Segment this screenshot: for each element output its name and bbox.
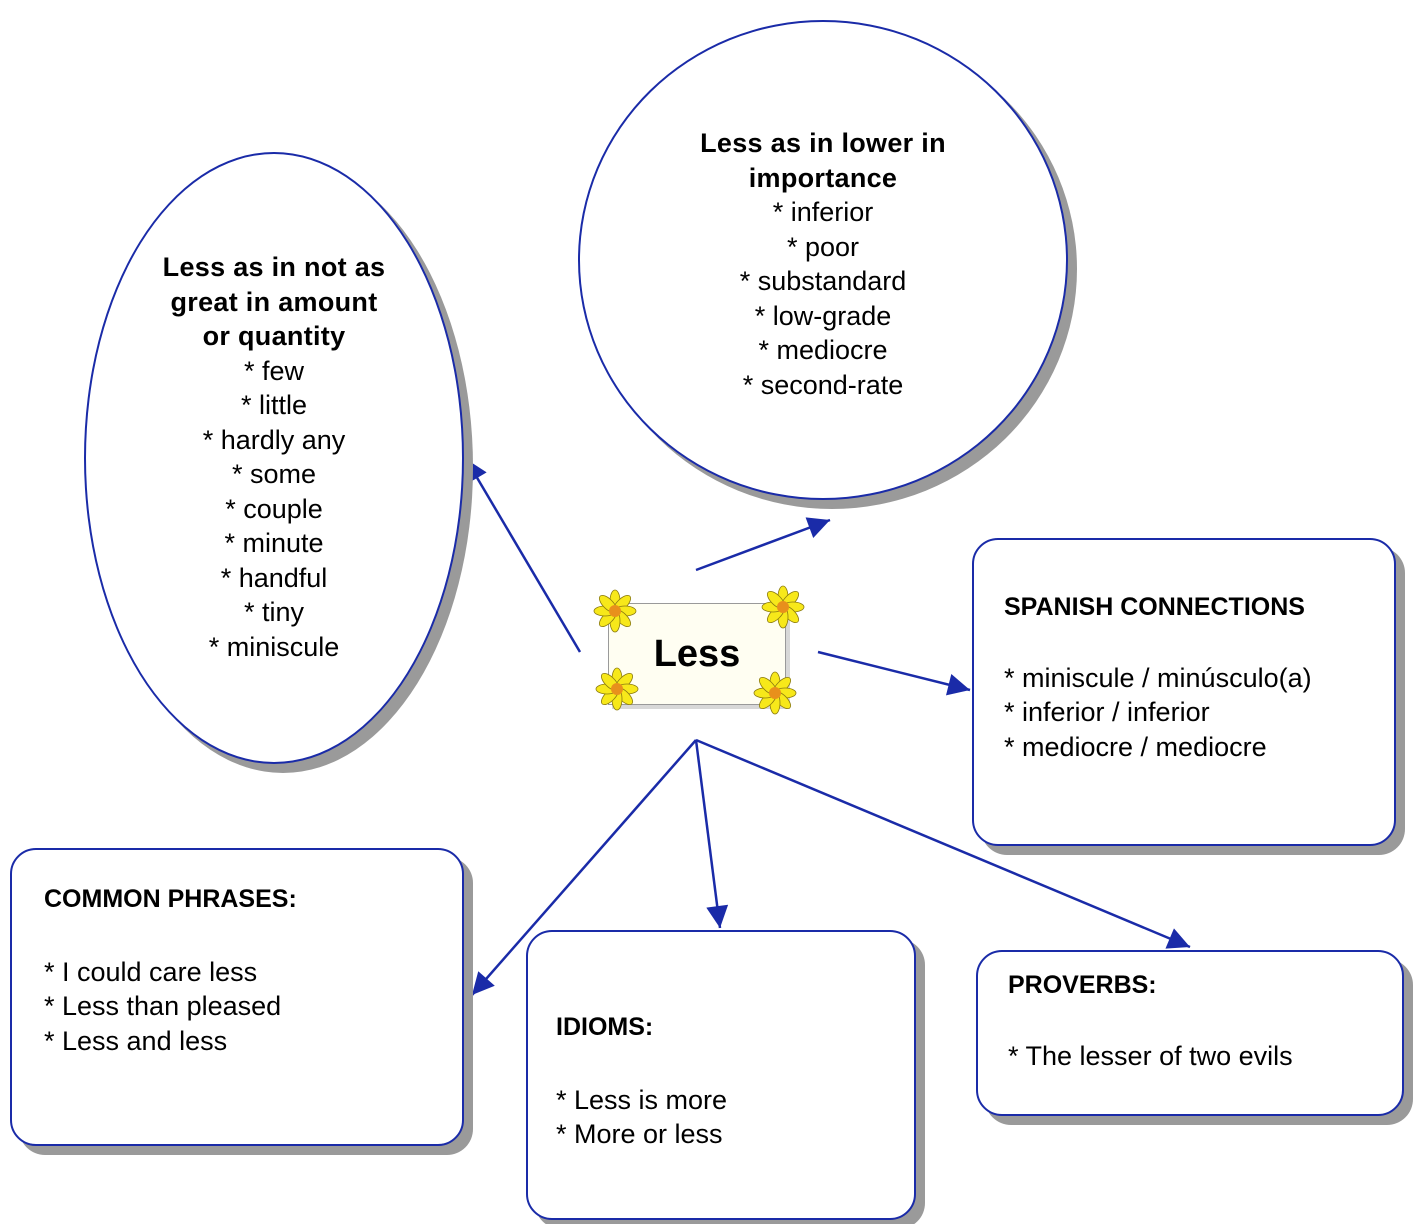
amount-item: * miniscule <box>208 631 340 662</box>
flower-icon <box>761 585 805 629</box>
spanish-item: * mediocre / mediocre <box>1004 731 1267 762</box>
proverbs-list: * The lesser of two evils <box>1008 1039 1402 1074</box>
arrow-to-importance <box>695 517 831 572</box>
flower-icon <box>593 589 637 633</box>
importance-list: * inferior * poor * substandard * low-gr… <box>580 195 1066 402</box>
idioms-list: * Less is more * More or less <box>556 1083 914 1152</box>
arrow-to-amount <box>464 458 582 653</box>
amount-item: * handful <box>220 562 328 593</box>
amount-item: * some <box>231 459 317 489</box>
importance-item: * substandard <box>739 266 907 296</box>
phrases-item: * Less and less <box>44 1025 228 1056</box>
spanish-heading: SPANISH CONNECTIONS <box>1004 593 1305 621</box>
center-node: Less <box>608 603 786 705</box>
importance-item: * second-rate <box>742 369 904 400</box>
amount-item: * few <box>243 355 305 386</box>
arrow-to-spanish <box>817 650 971 696</box>
spanish-item: * inferior / inferior <box>1004 697 1210 727</box>
amount-item: * tiny <box>243 597 305 627</box>
amount-ellipse: Less as in not as great in amount or qua… <box>84 152 464 764</box>
amount-list: * few * little * hardly any * some * cou… <box>86 354 462 665</box>
amount-item: * minute <box>224 528 324 558</box>
importance-title: Less as in lower in importance <box>580 126 1066 195</box>
amount-item: * couple <box>225 493 323 524</box>
center-label: Less <box>653 632 741 675</box>
flower-icon <box>595 667 639 711</box>
amount-title: Less as in not as great in amount or qua… <box>86 250 462 354</box>
amount-title-line: Less as in not as <box>162 252 386 282</box>
phrases-item: * I could care less <box>44 956 258 987</box>
idioms-item: * More or less <box>556 1119 723 1149</box>
proverbs-item: * The lesser of two evils <box>1008 1040 1293 1071</box>
importance-title-line: importance <box>748 162 898 193</box>
importance-item: * poor <box>786 231 860 262</box>
arrow-to-idioms <box>694 739 729 929</box>
spanish-item: * miniscule / minúsculo(a) <box>1004 662 1312 693</box>
idioms-item: * Less is more <box>556 1084 728 1115</box>
proverbs-heading: PROVERBS: <box>1008 971 1157 999</box>
amount-item: * hardly any <box>202 424 346 455</box>
spanish-list: * miniscule / minúsculo(a) * inferior / … <box>1004 661 1394 765</box>
importance-ellipse: Less as in lower in importance * inferio… <box>578 20 1068 500</box>
phrases-item: * Less than pleased <box>44 991 282 1021</box>
arrow-to-phrases <box>471 739 697 996</box>
phrases-heading: COMMON PHRASES: <box>44 885 297 913</box>
common-phrases-box: COMMON PHRASES: * I could care less * Le… <box>10 848 464 1146</box>
proverbs-box: PROVERBS: * The lesser of two evils <box>976 950 1404 1116</box>
arrow-to-proverbs <box>695 738 1191 949</box>
amount-title-line: or quantity <box>202 321 346 351</box>
importance-item: * mediocre <box>758 335 888 365</box>
importance-item: * low-grade <box>754 300 892 331</box>
importance-title-line: Less as in lower in <box>700 128 946 158</box>
idioms-box: IDIOMS: * Less is more * More or less <box>526 930 916 1220</box>
importance-item: * inferior <box>772 197 874 227</box>
phrases-list: * I could care less * Less than pleased … <box>44 955 462 1059</box>
spanish-connections-box: SPANISH CONNECTIONS * miniscule / minúsc… <box>972 538 1396 846</box>
amount-title-line: great in amount <box>170 286 378 317</box>
amount-item: * little <box>240 390 308 420</box>
flower-icon <box>753 671 797 715</box>
idioms-heading: IDIOMS: <box>556 1013 654 1041</box>
